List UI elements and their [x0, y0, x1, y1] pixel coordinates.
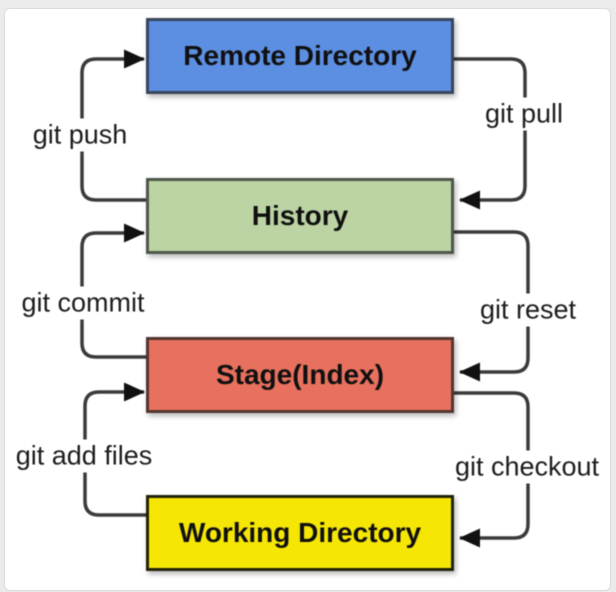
- node-remote-directory: Remote Directory: [146, 18, 454, 94]
- edge-label-git-reset: git reset: [474, 293, 582, 327]
- edge-label-git-add-files: git add files: [10, 439, 158, 473]
- node-working-directory-label: Working Directory: [178, 517, 422, 548]
- edge-label-git-push: git push: [27, 118, 133, 152]
- edge-label-git-commit: git commit: [16, 286, 150, 320]
- node-stage-index-label: Stage(Index): [215, 359, 385, 390]
- node-history-label: History: [251, 200, 349, 231]
- node-working-directory: Working Directory: [146, 495, 454, 571]
- node-remote-directory-label: Remote Directory: [183, 40, 417, 71]
- node-stage-index: Stage(Index): [146, 337, 454, 413]
- edge-label-git-checkout: git checkout: [449, 450, 605, 484]
- node-history: History: [146, 178, 454, 254]
- edge-label-git-pull: git pull: [479, 97, 569, 131]
